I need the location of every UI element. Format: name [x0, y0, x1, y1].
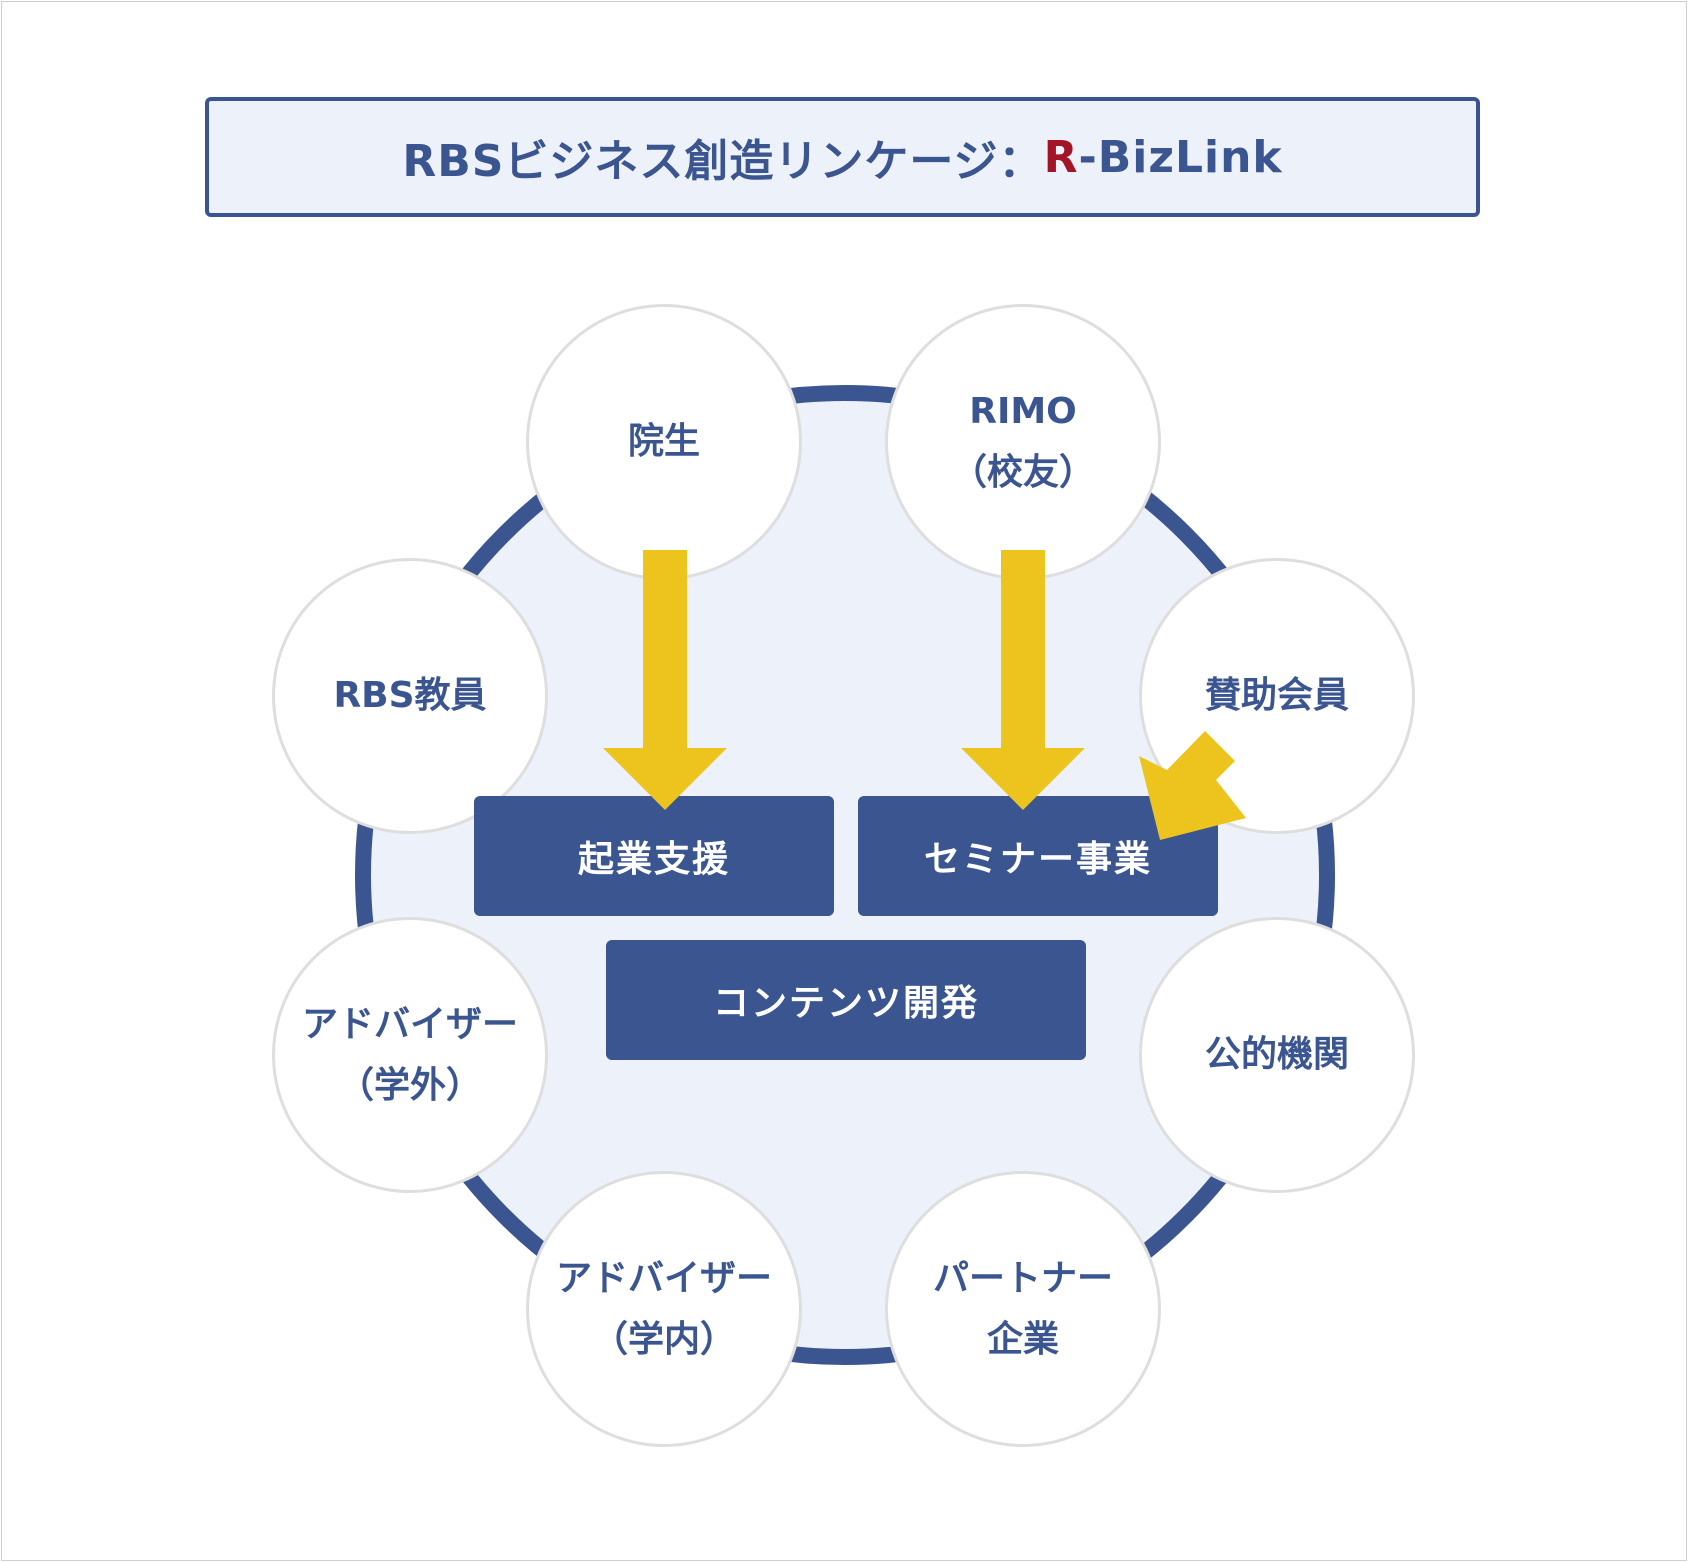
node-rbs-faculty: RBS教員 [272, 558, 548, 834]
node-public-institutions: 公的機関 [1139, 917, 1415, 1193]
activity-seminar-business-label: セミナー事業 [923, 839, 1152, 880]
node-partner-companies-sublabel: 企業 [986, 1319, 1059, 1360]
node-partner-companies-label: パートナー [932, 1257, 1113, 1299]
node-advisor-external-sublabel: （学外） [337, 1065, 482, 1106]
node-advisor-internal-label: アドバイザー [555, 1257, 772, 1299]
node-partner-companies: パートナー 企業 [885, 1171, 1161, 1447]
node-advisor-external-label: アドバイザー [301, 1003, 518, 1045]
activity-startup-support: 起業支援 [474, 796, 834, 916]
title-accent-letter: R [1043, 131, 1079, 183]
node-advisor-internal: アドバイザー （学内） [526, 1171, 802, 1447]
node-supporting-members: 賛助会員 [1139, 558, 1415, 834]
activity-content-development-label: コンテンツ開発 [712, 983, 979, 1024]
node-rbs-faculty-label: RBS教員 [333, 675, 487, 717]
activity-content-development: コンテンツ開発 [606, 940, 1086, 1060]
node-rimo-label: RIMO [969, 390, 1077, 432]
node-insei-label: 院生 [627, 421, 700, 463]
activity-startup-support-label: 起業支援 [577, 839, 730, 880]
node-insei: 院生 [526, 304, 802, 580]
node-public-institutions-label: 公的機関 [1204, 1034, 1349, 1076]
node-supporting-members-label: 賛助会員 [1204, 675, 1349, 717]
node-rimo-sublabel: （校友） [950, 452, 1095, 493]
node-advisor-external: アドバイザー （学外） [272, 917, 548, 1193]
title-main: RBSビジネス創造リンケージ： [402, 136, 1044, 187]
diagram-title: RBSビジネス創造リンケージ：R-BizLink [205, 97, 1480, 217]
title-tail: -BizLink [1078, 131, 1283, 183]
activity-seminar-business: セミナー事業 [858, 796, 1218, 916]
node-advisor-internal-sublabel: （学内） [591, 1319, 736, 1360]
node-rimo: RIMO （校友） [885, 304, 1161, 580]
